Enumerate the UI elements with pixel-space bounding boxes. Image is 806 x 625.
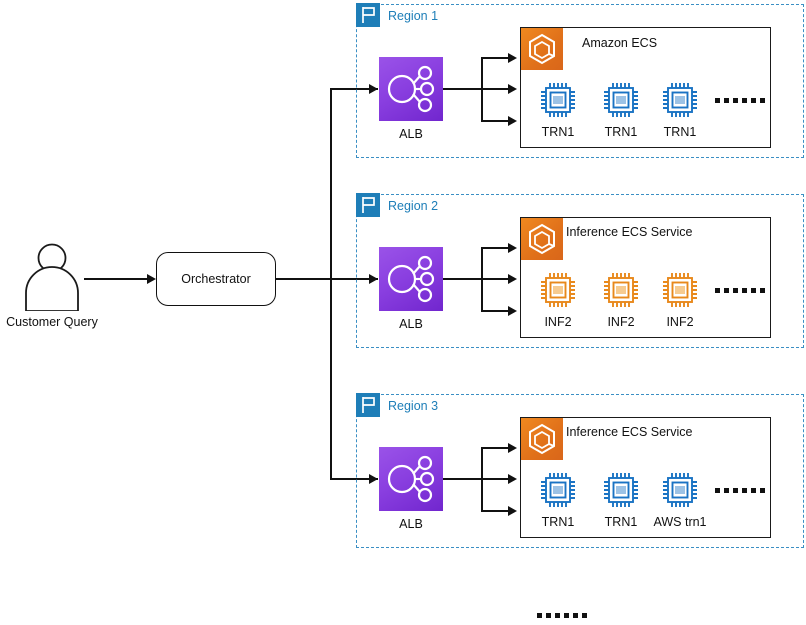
chip-label: INF2 [666, 315, 694, 329]
chip-icon [659, 269, 701, 311]
region-1-boundary [356, 4, 804, 158]
chip-icon [600, 79, 642, 121]
chip-label: TRN1 [604, 125, 638, 139]
chip-icon [537, 79, 579, 121]
chip-icon [659, 469, 701, 511]
chip-icon [600, 469, 642, 511]
chip-label: TRN1 [541, 125, 575, 139]
chip-label: TRN1 [541, 515, 575, 529]
region-2-boundary [356, 194, 804, 348]
chip-icon [600, 269, 642, 311]
alb-label: ALB [399, 317, 423, 331]
arrowhead-alb1-to-ecs [508, 53, 517, 63]
edge-alb3-out [443, 478, 483, 480]
alb-label: ALB [399, 127, 423, 141]
orchestrator-label: Orchestrator [181, 272, 251, 286]
more-regions-ellipsis [537, 613, 587, 618]
region-3-service-title: Inference ECS Service [566, 425, 693, 439]
chip-icon [537, 269, 579, 311]
region-3-label: Region 3 [388, 399, 439, 413]
arrowhead-trunk-to-alb-2 [369, 274, 378, 284]
edge-orchestrator-trunk [276, 278, 332, 280]
edge-trunk-to-alb-1 [330, 88, 378, 90]
chip-label: INF2 [607, 315, 635, 329]
region-flag-icon [356, 193, 380, 217]
region-1-more-instances-ellipsis [715, 98, 765, 103]
alb-icon[interactable] [379, 57, 443, 121]
chip-label: INF2 [544, 315, 572, 329]
edge-alb2-to-chip-low [481, 310, 511, 312]
edge-alb3-to-chip-mid [481, 478, 511, 480]
chip-label: AWS trn1 [653, 515, 707, 529]
edge-alb2-to-chip-mid [481, 278, 511, 280]
arrowhead-alb3-to-chip-mid [508, 474, 517, 484]
arrowhead-alb1-to-chip-low [508, 116, 517, 126]
edge-alb3-to-ecs [481, 447, 511, 449]
orchestrator-node[interactable]: Orchestrator [156, 252, 276, 306]
arrowhead-alb3-to-chip-low [508, 506, 517, 516]
arrowhead-alb1-to-chip-mid [508, 84, 517, 94]
region-flag-icon [356, 3, 380, 27]
ecs-icon [521, 218, 563, 260]
edge-alb2-to-ecs [481, 247, 511, 249]
alb-label: ALB [399, 517, 423, 531]
arrowhead-alb3-to-ecs [508, 443, 517, 453]
region-3-boundary [356, 394, 804, 548]
region-flag-icon [356, 393, 380, 417]
arrowhead-alb2-to-chip-mid [508, 274, 517, 284]
region-1-label: Region 1 [388, 9, 439, 23]
arrowhead-alb2-to-ecs [508, 243, 517, 253]
edge-user-to-orchestrator [84, 278, 150, 280]
region-1-service-title: Amazon ECS [582, 36, 658, 50]
edge-trunk-to-alb-3 [330, 478, 378, 480]
chip-label: TRN1 [604, 515, 638, 529]
edge-alb1-to-chip-mid [481, 88, 511, 90]
edge-alb3-to-chip-low [481, 510, 511, 512]
user-label: Customer Query [6, 315, 98, 329]
alb-icon[interactable] [379, 247, 443, 311]
user-icon [20, 243, 84, 312]
edge-trunk-to-alb-2 [330, 278, 378, 280]
edge-alb2-out [443, 278, 483, 280]
ecs-icon [521, 28, 563, 70]
region-3-more-instances-ellipsis [715, 488, 765, 493]
arrowhead-alb2-to-chip-low [508, 306, 517, 316]
edge-alb1-to-ecs [481, 57, 511, 59]
chip-label: TRN1 [663, 125, 697, 139]
ecs-icon [521, 418, 563, 460]
arrowhead-trunk-to-alb-1 [369, 84, 378, 94]
region-2-more-instances-ellipsis [715, 288, 765, 293]
chip-icon [537, 469, 579, 511]
alb-icon[interactable] [379, 447, 443, 511]
edge-alb1-out [443, 88, 483, 90]
chip-icon [659, 79, 701, 121]
region-2-service-title: Inference ECS Service [566, 225, 693, 239]
region-2-label: Region 2 [388, 199, 439, 213]
arrowhead-trunk-to-alb-3 [369, 474, 378, 484]
edge-alb1-to-chip-low [481, 120, 511, 122]
trunk-line [330, 88, 332, 480]
arrowhead-user-to-orchestrator [147, 274, 156, 284]
